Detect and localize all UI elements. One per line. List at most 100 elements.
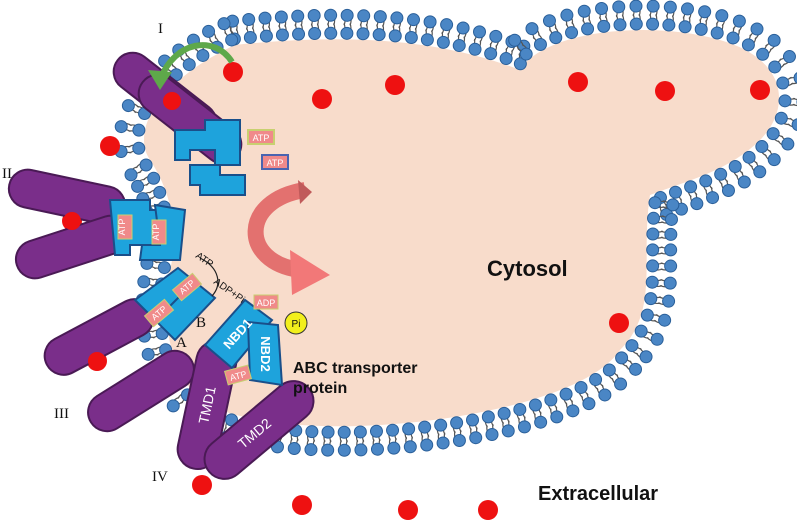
lipid-head xyxy=(742,150,756,164)
lipid-head xyxy=(356,27,370,41)
lipid-head xyxy=(640,308,654,322)
lipid-head xyxy=(629,17,643,31)
lipid-head xyxy=(559,387,573,401)
lipid-head xyxy=(137,275,151,289)
lipid-head xyxy=(662,18,676,32)
lipid-head xyxy=(497,406,511,420)
lipid-head xyxy=(369,424,383,438)
lipid-head xyxy=(202,24,216,38)
pi-circle xyxy=(284,311,308,335)
lipid-head xyxy=(132,123,146,137)
lipid-head xyxy=(466,413,480,427)
lipid-head xyxy=(721,183,735,197)
label-A: A xyxy=(176,335,187,351)
lipid-head xyxy=(528,398,542,412)
lipid-head xyxy=(519,47,533,61)
lipid-head xyxy=(499,52,513,66)
lipid-head xyxy=(121,99,135,113)
lipid-head xyxy=(560,8,574,22)
lipid-head xyxy=(196,48,210,62)
lipid-head xyxy=(407,13,421,27)
nbd1-domain xyxy=(203,298,274,370)
lipid-head xyxy=(662,294,676,308)
lipid-head xyxy=(767,33,781,47)
lipid-head xyxy=(259,29,273,43)
lipid-head xyxy=(321,443,335,457)
substrate-bound xyxy=(163,92,181,110)
lipid-head xyxy=(420,438,434,452)
lipid-tail xyxy=(792,103,797,107)
lipid-head xyxy=(525,22,539,36)
lipid-head xyxy=(434,418,448,432)
lipid-head xyxy=(258,11,272,25)
lipid-head xyxy=(577,4,591,18)
transporter-stage-IV: ADP ATP xyxy=(176,294,315,480)
lipid-head xyxy=(308,27,322,41)
lipid-head xyxy=(774,111,788,125)
lipid-head xyxy=(550,410,564,424)
lipid-head xyxy=(337,443,351,457)
lipid-head xyxy=(147,171,161,185)
lipid-head xyxy=(114,120,128,134)
lipid-head xyxy=(321,425,335,439)
lipid-head xyxy=(370,442,384,456)
lipid-head xyxy=(440,18,454,32)
substrate xyxy=(223,62,243,82)
lipid-tail xyxy=(792,97,797,101)
lipid-head xyxy=(132,141,146,155)
lipid-head xyxy=(337,425,351,439)
lipid-head xyxy=(694,22,708,36)
tmd2-domain xyxy=(203,380,315,480)
lipid-head xyxy=(737,175,751,189)
atp-label: ATP xyxy=(267,158,284,168)
lipid-head xyxy=(501,424,515,438)
flip-arrow-icon xyxy=(157,42,235,82)
lipid-head xyxy=(598,388,612,402)
cytosol-region xyxy=(143,30,780,427)
lipid-head xyxy=(664,212,678,226)
lipid-head xyxy=(513,402,527,416)
transporter-stage-II: ATP ATP xyxy=(7,168,187,280)
extracellular-label: Extracellular xyxy=(538,483,658,505)
lipid-head xyxy=(513,57,527,71)
substrate xyxy=(292,495,312,515)
lipid-head xyxy=(726,31,740,45)
lipid-head xyxy=(625,339,639,353)
pi-label: Pi xyxy=(292,319,301,330)
lipid-head xyxy=(574,380,588,394)
lipid-head xyxy=(481,410,495,424)
lipid-head xyxy=(710,26,724,40)
transport-arrowtail-icon xyxy=(298,180,312,204)
lipid-head xyxy=(423,15,437,29)
lipid-head xyxy=(615,351,629,365)
lipid-head xyxy=(357,9,371,23)
transporter-stage-I: ATP ATP xyxy=(112,51,289,196)
lipid-head xyxy=(274,10,288,24)
lipid-head xyxy=(402,422,416,436)
lipid-head xyxy=(307,9,321,23)
lipid-head xyxy=(663,0,677,14)
atp-box xyxy=(171,272,203,302)
nbd-domain xyxy=(189,164,246,196)
lipid-head xyxy=(292,27,306,41)
lipid-head xyxy=(644,292,658,306)
transporter-stage-III: ATP ATP xyxy=(43,257,219,433)
substrate xyxy=(655,81,675,101)
atp-hydrolysis-arrow xyxy=(199,257,219,297)
lipid-head xyxy=(699,174,713,188)
substrate xyxy=(312,89,332,109)
lipid-head xyxy=(684,180,698,194)
atp-box xyxy=(261,154,289,170)
stage-IV-label: IV xyxy=(152,469,168,485)
lipid-head xyxy=(354,443,368,457)
lipid-head xyxy=(647,211,661,225)
lipid-head xyxy=(648,196,662,210)
atp-label: ATP xyxy=(229,369,248,383)
lipid-head xyxy=(275,28,289,42)
lipid-head xyxy=(436,436,450,450)
lipid-head xyxy=(508,33,522,47)
lipid-head xyxy=(141,347,155,361)
tmd-domain xyxy=(87,349,195,433)
lipid-head xyxy=(755,140,769,154)
lipid-head xyxy=(776,76,790,90)
